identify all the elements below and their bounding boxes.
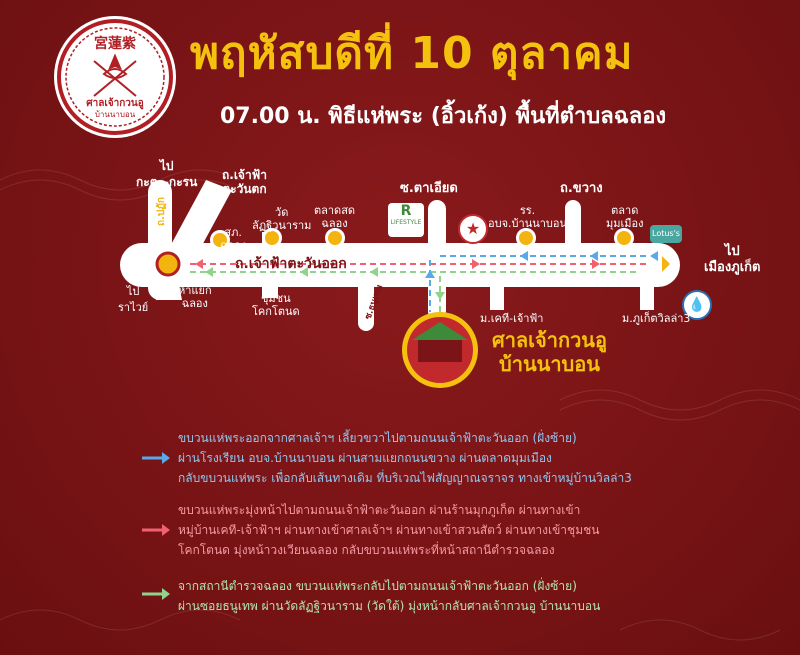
road-patak-label: ถ.ปฏัก xyxy=(155,197,167,226)
side-road-villa xyxy=(640,270,654,310)
label-mu-kethi: ม.เคที-เจ้าฟ้า xyxy=(480,312,544,325)
red-arrow-icon xyxy=(142,524,170,536)
poi-wat xyxy=(262,228,282,248)
side-road-kethi xyxy=(490,270,504,310)
legend-blue-text: ขบวนแห่พระออกจากศาลเจ้าฯ เลี้ยวขวาไปตามถ… xyxy=(178,428,778,488)
label-mum-market: ตลาด มุมเมือง xyxy=(606,204,644,230)
shrine-building-icon xyxy=(418,338,462,362)
destination-kata-karon: ไป กะตะ-กะรน xyxy=(136,159,198,189)
logo-thai-text: ศาลเจ้ากวนอู xyxy=(86,97,144,110)
road-chaofa-west-label: ถ.เจ้าฟ้า ตะวันตก xyxy=(222,168,267,196)
shrine-label-line1: ศาลเจ้ากวนอู xyxy=(492,328,607,352)
poi-mum-market xyxy=(614,228,634,248)
page-subtitle: 07.00 น. พิธีแห่พระ (อิ้วเก้ง) พื้นที่ตำ… xyxy=(220,104,667,129)
label-school: รร. อบจ.บ้านนาบอน xyxy=(488,204,568,230)
legend-green-line: ผ่านซอยธนูเทพ ผ่านวัดลัฏฐิวนาราม (วัดใต้… xyxy=(178,599,601,613)
sw-road xyxy=(150,270,182,300)
label-community: ชุมชน โคกโตนด xyxy=(252,292,300,318)
route-green xyxy=(190,271,640,312)
road-network xyxy=(120,180,680,331)
legend-blue-line: ผ่านโรงเรียน อบจ.บ้านนาบอน ผ่านสามแยกถนน… xyxy=(178,451,552,465)
poi-market xyxy=(325,228,345,248)
logo-seal-icon: 宮蓮紫 ศาลเจ้ากวนอู บ้านนาบอน xyxy=(57,19,173,135)
blue-arrow-icon xyxy=(142,452,170,464)
poi-police-station xyxy=(210,230,230,250)
logo-chinese-text: 宮蓮紫 xyxy=(94,35,136,52)
lifestyle-logo-text: LIFESTYLE xyxy=(390,219,422,226)
legend-green-text: จากสถานีตำรวจฉลอง ขบวนแห่พระกลับไปตามถนน… xyxy=(178,576,778,616)
route-green-arrows xyxy=(205,267,445,300)
legend-red-text: ขบวนแห่พระมุ่งหน้าไปตามถนนเจ้าฟ้าตะวันออ… xyxy=(178,500,778,560)
ptt-logo-icon: 💧 xyxy=(682,290,712,320)
diagonal-road xyxy=(160,180,232,275)
label-wat: วัด ลัฏฐิวนาราม xyxy=(252,206,312,232)
shrine-roof-icon xyxy=(412,322,468,340)
destination-rawai: ไป ราไวย์ xyxy=(118,285,149,314)
green-arrow-icon xyxy=(142,588,170,600)
route-red-arrows xyxy=(195,259,600,269)
road-taiad-label: ซ.ตาเอียด xyxy=(400,181,458,196)
shrine-logo: 宮蓮紫 ศาลเจ้ากวนอู บ้านนาบอน xyxy=(54,16,176,138)
legend-blue-line: กลับขบวนแห่พระ เพื่อกลับเส้นทางเดิม ที่บ… xyxy=(178,471,632,485)
destination-phuket-town: ไป เมืองภูเก็ต xyxy=(704,244,761,275)
legend-red-line: ขบวนแห่พระมุ่งหน้าไปตามถนนเจ้าฟ้าตะวันออ… xyxy=(178,503,581,517)
label-market: ตลาดสด ฉลอง xyxy=(314,204,356,230)
label-junction: ห้าแยก ฉลอง xyxy=(178,284,212,310)
lotus-logo-icon: Lotus's xyxy=(650,225,682,243)
legend-red-line: โคกโตนด มุ่งหน้าวงเวียนฉลอง กลับขบวนแห่พ… xyxy=(178,543,555,557)
logo-thai-sub: บ้านนาบอน xyxy=(95,110,136,119)
poi-school xyxy=(516,228,536,248)
page-title: พฤหัสบดีที่ 10 ตุลาคม xyxy=(190,28,634,79)
label-mu-villa: ม.ภูเก็ตวิลล่า3 xyxy=(622,312,691,325)
side-road-thanuthep xyxy=(358,265,374,331)
shrine-label: ศาลเจ้ากวนอู บ้านนาบอน xyxy=(492,328,607,376)
side-road-taiad xyxy=(428,200,446,320)
route-end-marker xyxy=(662,256,670,272)
side-road-khwang xyxy=(565,200,581,260)
legend-green-line: จากสถานีตำรวจฉลอง ขบวนแห่พระกลับไปตามถนน… xyxy=(178,579,577,593)
label-police-station: สภ. ฉลอง xyxy=(220,226,247,252)
legend-blue-line: ขบวนแห่พระออกจากศาลเจ้าฯ เลี้ยวขวาไปตามถ… xyxy=(178,431,577,445)
main-road-label: ถ.เจ้าฟ้าตะวันออก xyxy=(235,256,347,272)
road-khwang-label: ถ.ขวาง xyxy=(560,181,603,196)
route-blue xyxy=(429,255,650,312)
legend-red-line: หมู่บ้านเคที-เจ้าฟ้าฯ ผ่านทางเข้าศาลเจ้า… xyxy=(178,523,600,537)
route-blue-arrows xyxy=(425,251,658,278)
caltex-logo-icon: ★ xyxy=(458,214,488,244)
junction-marker xyxy=(155,251,181,277)
lifestyle-logo-icon: R LIFESTYLE xyxy=(388,203,424,237)
shrine-label-line2: บ้านนาบอน xyxy=(499,352,600,376)
